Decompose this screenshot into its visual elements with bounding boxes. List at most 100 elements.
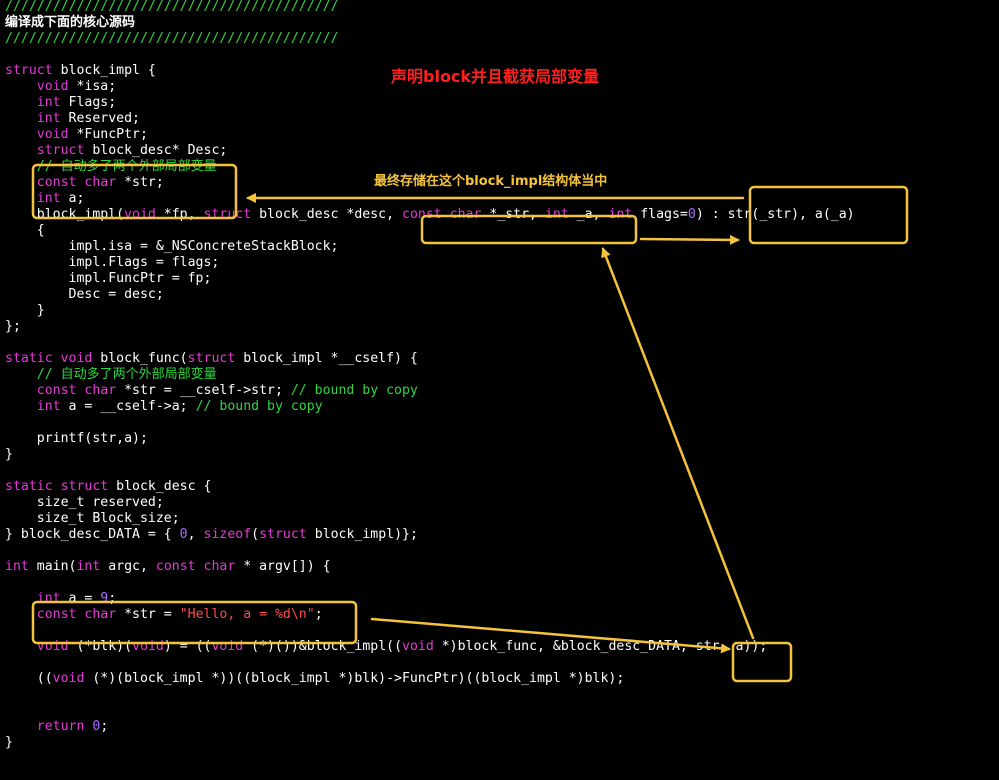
code-line [5,543,855,559]
code-text: size_t Block_size; [5,511,180,526]
code-line: Desc = desc; [5,287,855,303]
code-line [5,575,855,591]
code-line: void (*blk)(void) = ((void (*)())&block_… [5,639,855,655]
code-keyword: void [402,639,434,654]
code-listing: ////////////////////////////////////////… [5,0,855,751]
code-text: *str; [116,175,164,190]
code-keyword: static struct [5,479,109,494]
code-text: ; [108,591,117,606]
code-text: *isa; [68,79,117,94]
code-text: ( [251,527,260,542]
code-keyword: const char [36,175,117,190]
code-text [5,191,37,206]
code-keyword: int [76,559,101,574]
code-comment: // bound by copy [290,383,418,398]
storage-annotation: 最终存储在这个block_impl结构体当中 [374,174,608,189]
code-line: // 自动多了两个外部局部变量 [5,367,855,383]
code-text: } [5,447,13,462]
code-text: a = __cself->a; [60,399,196,414]
code-text [5,159,37,174]
code-keyword: int [36,591,61,606]
code-text: *str = __cself->str; [116,383,291,398]
code-text: } [5,303,45,318]
code-text: block_desc *desc, [251,207,402,222]
code-text: impl.FuncPtr = fp; [5,271,212,286]
code-line: size_t Block_size; [5,511,855,527]
code-text: argc, [100,559,156,574]
code-text: } [5,735,13,750]
code-line: block_impl(void *fp, struct block_desc *… [5,207,855,223]
code-line: const char *str = "Hello, a = %d\n"; [5,607,855,623]
code-text [5,143,37,158]
code-line: }; [5,319,855,335]
code-text: block_impl *__cself) { [235,351,418,366]
code-text: { [5,223,45,238]
code-keyword: int [36,95,61,110]
code-keyword: int [36,191,61,206]
code-keyword: const char [36,607,117,622]
code-line: ////////////////////////////////////////… [5,0,855,15]
code-text: ; [314,607,323,622]
code-text: , [187,527,204,542]
code-text: size_t reserved; [5,495,164,510]
code-line [5,623,855,639]
code-text: *FuncPtr; [68,127,148,142]
code-text [5,383,37,398]
code-text: *fp, [155,207,204,222]
code-keyword: int [36,399,61,414]
code-text: block_func( [92,351,188,366]
code-number: 0 [179,527,188,542]
code-keyword: sizeof [203,527,252,542]
code-text: block_impl( [5,207,125,222]
code-keyword: void [36,127,69,142]
code-line: printf(str,a); [5,431,855,447]
code-comment: // [36,367,61,382]
code-line: int a = __cself->a; // bound by copy [5,399,855,415]
code-keyword: void [36,79,69,94]
code-keyword: int [608,207,633,222]
code-text: * argv[]) { [235,559,331,574]
code-line: } [5,447,855,463]
code-line [5,415,855,431]
code-keyword: void [36,639,69,654]
code-keyword: const char [402,207,482,222]
code-keyword: struct [203,207,252,222]
code-text [5,399,37,414]
code-keyword: struct [259,527,307,542]
code-keyword: void [52,671,85,686]
code-line: return 0; [5,719,855,735]
code-text: (*)(block_impl *))((block_impl *)blk)->F… [84,671,625,686]
code-text: printf(str,a); [5,431,148,446]
code-text [5,95,37,110]
code-text [5,607,37,622]
code-text: a = [60,591,101,606]
code-text: ) : str(_str), a(_a) [695,207,855,222]
code-text: *str = [116,607,180,622]
code-line: int a; [5,191,855,207]
code-text: Desc = desc; [5,287,164,302]
code-text: (*blk)( [68,639,133,654]
code-text: impl.Flags = flags; [5,255,220,270]
code-comment: // [36,159,61,174]
code-keyword: const char [155,559,236,574]
code-line: impl.Flags = flags; [5,255,855,271]
title-annotation: 声明block并且截获局部变量 [391,67,600,86]
code-line: struct block_desc* Desc; [5,143,855,159]
code-keyword: static void [5,351,93,366]
code-text: _a, [568,207,609,222]
code-line: } [5,735,855,751]
code-keyword: int [544,207,569,222]
code-line: impl.FuncPtr = fp; [5,271,855,287]
code-keyword: const char [36,383,117,398]
code-text: block_impl { [52,63,156,78]
code-number: 9 [100,591,109,606]
code-string: "Hello, a = %d\n" [179,607,315,622]
code-text: Reserved; [60,111,140,126]
code-text [5,79,37,94]
code-line [5,463,855,479]
code-text: block_desc* Desc; [84,143,228,158]
code-comment-text: 自动多了两个外部局部变量 [60,367,217,382]
code-number: 0 [687,207,696,222]
code-line: 编译成下面的核心源码 [5,15,855,31]
